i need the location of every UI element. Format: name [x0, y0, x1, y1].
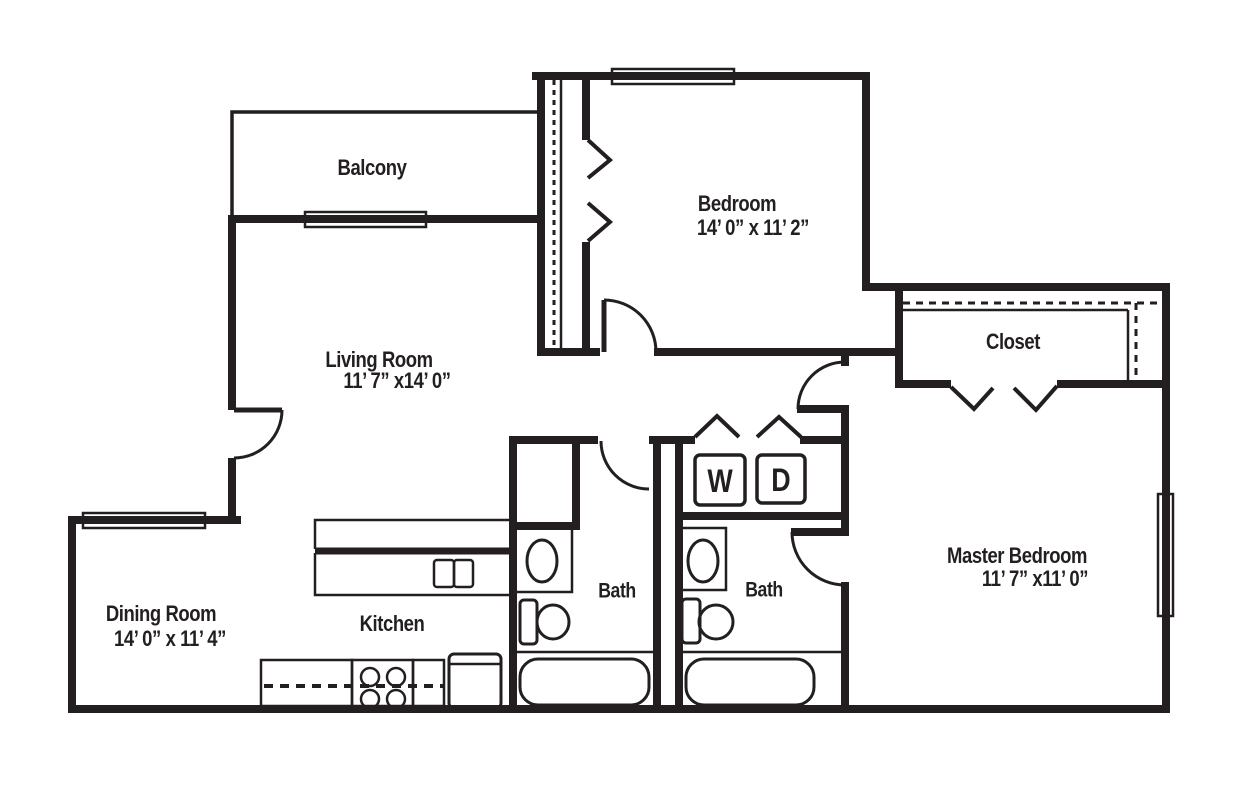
closet-shelf-dashed	[903, 301, 1161, 380]
master-bedroom-dimensions: 11’ 7” x11’ 0”	[981, 566, 1089, 591]
living-room-dimensions: 11’ 7” x14’ 0”	[343, 368, 451, 393]
kitchen-label: Kitchen	[359, 611, 425, 636]
counter	[259, 658, 354, 708]
kitchen-fixtures	[259, 518, 513, 710]
balcony-window	[303, 210, 428, 229]
toilet-left	[518, 598, 571, 646]
balcony-wall	[230, 110, 541, 219]
sink-left	[525, 538, 559, 584]
bath-right-label: Bath	[745, 578, 783, 602]
balcony-label: Balcony	[337, 155, 407, 180]
windows	[81, 67, 1175, 618]
bedroom-window	[610, 67, 736, 86]
dryer-label: D	[771, 462, 791, 498]
walls	[68, 72, 1170, 713]
dining-room-label: Dining Room	[105, 601, 217, 626]
dining-room-dimensions: 14’ 0” x 11’ 4”	[114, 626, 226, 651]
bathtub-right	[684, 657, 816, 707]
dining-window	[81, 511, 207, 530]
closet-rod-line	[903, 308, 1130, 380]
counter	[411, 658, 446, 708]
bath-fixtures	[513, 526, 841, 707]
toilet-right	[680, 597, 735, 645]
closet-label: Closet	[986, 329, 1040, 354]
breakfast-bar-outline	[313, 518, 513, 549]
washer-label: W	[707, 463, 733, 499]
closet-fixtures	[552, 80, 1161, 380]
door-leaf	[234, 300, 607, 413]
dryer-box	[755, 453, 807, 505]
vanity-left	[517, 530, 574, 594]
kitchen-sink	[432, 558, 475, 589]
bathtub-left	[518, 657, 651, 707]
vanity-right	[680, 526, 728, 592]
door-swing-arc	[233, 298, 846, 587]
bedroom-label: Bedroom	[697, 191, 777, 216]
sink-right	[686, 538, 720, 584]
bath-left-label: Bath	[598, 579, 636, 603]
doors	[233, 138, 1059, 587]
living-room-label: Living Room	[325, 347, 433, 372]
master-window	[1156, 492, 1175, 618]
refrigerator	[447, 652, 503, 710]
laundry	[693, 453, 807, 507]
washer-box	[693, 453, 747, 507]
bifold-door-chevrons	[586, 138, 1059, 439]
master-bedroom-label: Master Bedroom	[947, 543, 1087, 568]
sink-counter-outline	[313, 553, 513, 597]
bedroom-dimensions: 14’ 0” x 11’ 2”	[697, 215, 809, 240]
